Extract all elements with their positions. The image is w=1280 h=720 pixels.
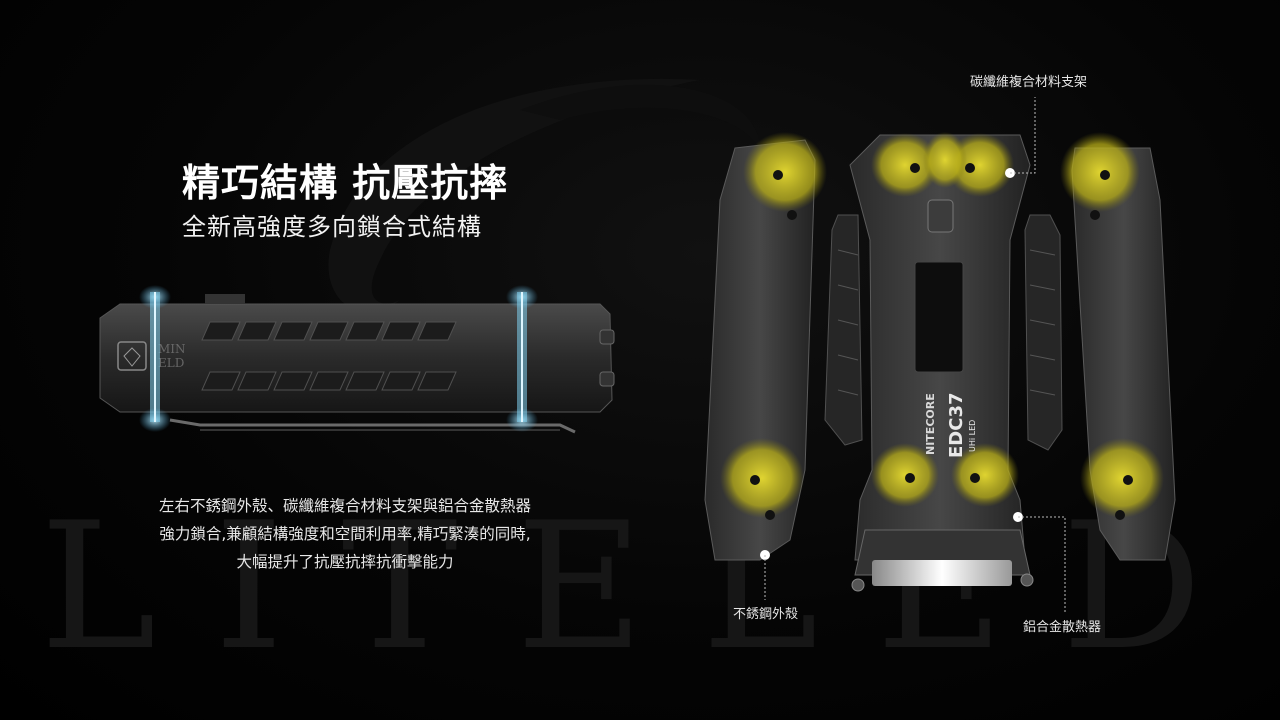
left-steel-shell [704,132,827,561]
brand-text: NITECORE [924,393,937,455]
page-subtitle: 全新高強度多向鎖合式結構 [182,213,482,241]
callout-carbon-bracket: 碳纖維複合材料支架 [970,75,1088,90]
model-text: EDC37 [946,393,967,459]
screw-glow-right [506,285,538,432]
feature-description: 左右不銹鋼外殼、碳纖維複合材料支架與鋁合金散熱器 強力鎖合,兼顧結構強度和空間利… [90,492,600,576]
callout-steel-shell: 不銹鋼外殼 [733,607,799,622]
right-steel-shell [1060,132,1176,561]
left-carbon-bracket [824,214,863,446]
screw-glow-left [139,285,171,432]
description-line-1: 左右不銹鋼外殼、碳纖維複合材料支架與鋁合金散熱器 [158,497,531,515]
callout-heatsink: 鋁合金散熱器 [1023,620,1102,635]
led-badge: UHi LED [968,420,977,452]
side-logo-text: MIN [158,342,186,356]
page-title: 精巧結構 抗壓抗摔 [182,161,509,205]
callout-leaders [760,97,1066,612]
description-line-3: 大幅提升了抗壓抗摔抗衝擊能力 [236,553,454,571]
right-carbon-bracket [1024,214,1063,451]
description-line-2: 強力鎖合,兼顧結構強度和空間利用率,精巧緊湊的同時, [159,525,531,543]
central-heatsink: NITECORE EDC37 UHi LED [849,132,1034,592]
svg-text:ELD: ELD [158,356,184,370]
